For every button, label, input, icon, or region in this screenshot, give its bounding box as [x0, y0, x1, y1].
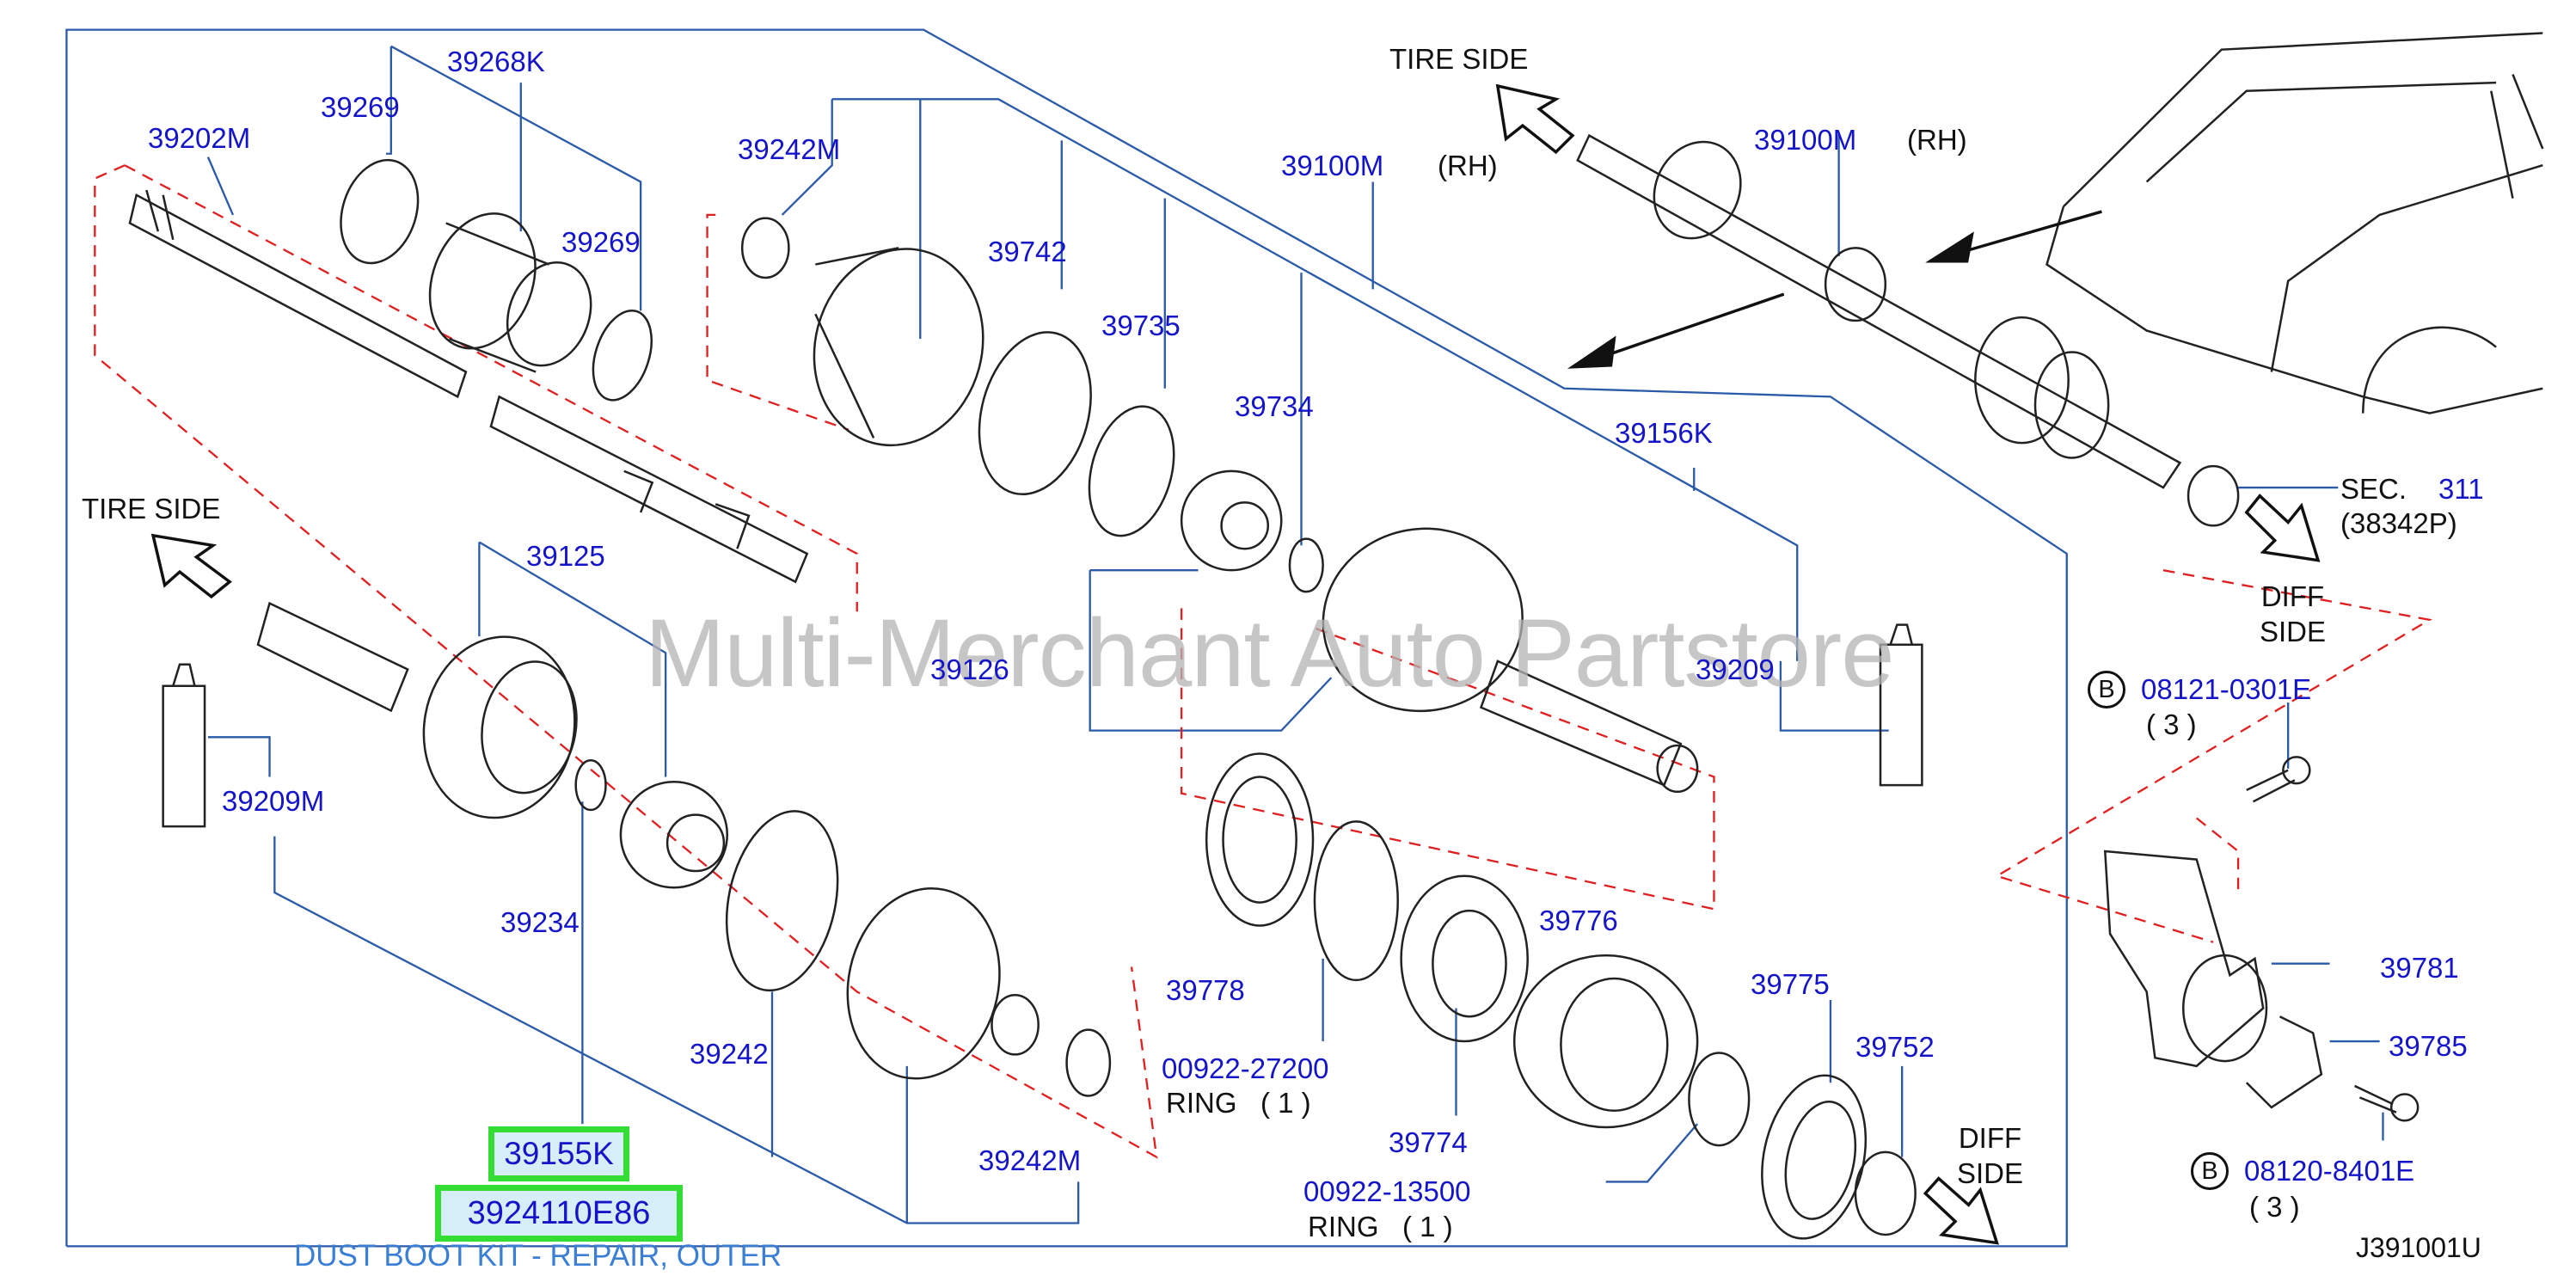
part-label-39100m-main[interactable]: 39100M	[1281, 150, 1384, 181]
part-label-39209m[interactable]: 39209M	[222, 785, 325, 817]
part-label-39781[interactable]: 39781	[2380, 952, 2459, 984]
part-label-39100m-car[interactable]: 39100M	[1754, 124, 1857, 156]
part-label-39735[interactable]: 39735	[1101, 310, 1181, 341]
part-label-39209[interactable]: 39209	[1696, 653, 1775, 685]
sec-number-link[interactable]: 311	[2438, 473, 2484, 505]
part-label-08120-8401e[interactable]: 08120-8401E	[2244, 1155, 2415, 1187]
sec-sub-label: (38342P)	[2340, 507, 2457, 539]
diagram-code: J391001U	[2356, 1232, 2481, 1263]
tire-side-label-top: TIRE SIDE	[1389, 43, 1529, 75]
part-label-39742[interactable]: 39742	[988, 236, 1067, 267]
part-label-39776[interactable]: 39776	[1539, 905, 1618, 936]
part-label-00922-27200[interactable]: 00922-27200	[1162, 1052, 1329, 1084]
part-label-39774[interactable]: 39774	[1389, 1126, 1468, 1158]
bolt-badge-b-top: B	[2088, 671, 2125, 709]
part-label-39268k[interactable]: 39268K	[447, 46, 545, 77]
part-label-39785[interactable]: 39785	[2389, 1030, 2468, 1062]
part-label-39242m-bottom[interactable]: 39242M	[978, 1144, 1082, 1176]
diff-side-label-bottom: DIFF SIDE	[1957, 1122, 2024, 1190]
part-label-39269-left[interactable]: 39269	[321, 91, 400, 123]
part-label-39125[interactable]: 39125	[526, 540, 605, 572]
rh-label-main: (RH)	[1438, 150, 1498, 181]
ring-qty-label-2: RING ( 1 )	[1308, 1211, 1453, 1242]
highlight-part-description: DUST BOOT KIT - REPAIR, OUTER	[294, 1239, 782, 1273]
ring-qty-label-1: RING ( 1 )	[1166, 1087, 1311, 1119]
part-label-08121-0301e[interactable]: 08121-0301E	[2141, 673, 2312, 705]
part-label-39156k[interactable]: 39156K	[1615, 417, 1713, 449]
part-label-39734[interactable]: 39734	[1235, 390, 1314, 422]
qty-label-08121: ( 3 )	[2146, 709, 2197, 740]
part-label-39242[interactable]: 39242	[690, 1038, 769, 1070]
part-label-39269-right[interactable]: 39269	[561, 226, 641, 258]
frame-outline	[65, 28, 2068, 1248]
rh-label-car: (RH)	[1907, 124, 1967, 156]
diff-side-label-right: DIFF SIDE	[2260, 580, 2327, 648]
watermark-text: Multi-Merchant Auto Partstore	[645, 599, 1894, 707]
part-label-39242m-top[interactable]: 39242M	[738, 133, 841, 165]
part-label-39126[interactable]: 39126	[930, 653, 1009, 685]
part-label-39775[interactable]: 39775	[1751, 968, 1830, 1000]
tire-side-label-left: TIRE SIDE	[82, 493, 221, 525]
highlight-part-number[interactable]: 3924110E86	[435, 1185, 683, 1242]
bolt-badge-b-bottom: B	[2191, 1152, 2229, 1190]
sec-prefix-label: SEC.	[2340, 473, 2407, 505]
part-label-00922-13500[interactable]: 00922-13500	[1303, 1175, 1471, 1207]
part-label-39234[interactable]: 39234	[500, 906, 580, 938]
qty-label-08120: ( 3 )	[2249, 1191, 2300, 1223]
part-label-39752[interactable]: 39752	[1855, 1031, 1935, 1063]
part-label-39778[interactable]: 39778	[1166, 974, 1245, 1006]
highlight-kit-39155k[interactable]: 39155K	[488, 1126, 629, 1181]
part-label-39202m[interactable]: 39202M	[148, 122, 251, 154]
